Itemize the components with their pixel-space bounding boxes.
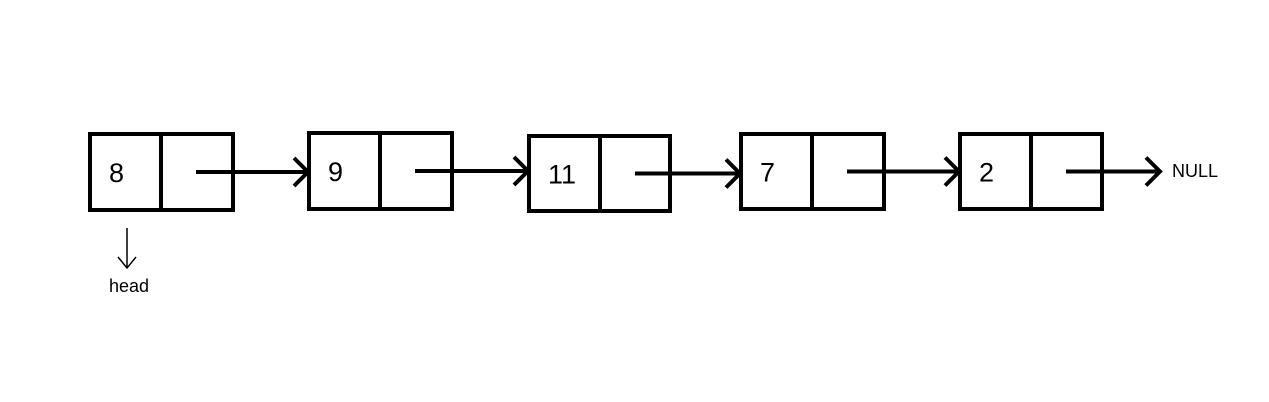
- arrow-head-icon: [1144, 156, 1163, 187]
- next-pointer-arrow: [415, 155, 531, 187]
- head-arrow-icon: [117, 256, 137, 270]
- node-value: 8: [109, 158, 124, 188]
- head-label: head: [109, 276, 149, 296]
- arrows-layer: [196, 155, 1163, 189]
- arrow-head-icon: [943, 156, 962, 187]
- node-value: 7: [760, 158, 775, 188]
- arrow-head-icon: [724, 158, 743, 189]
- head-pointer: head: [109, 228, 149, 296]
- arrow-head-icon: [512, 155, 531, 187]
- next-pointer-arrow: [847, 156, 962, 187]
- null-label: NULL: [1172, 161, 1218, 181]
- arrow-head-icon: [292, 156, 311, 188]
- node-value: 2: [979, 158, 994, 188]
- node-value: 11: [548, 160, 576, 190]
- next-pointer-arrow: [635, 158, 743, 189]
- next-pointer-arrow: [1066, 156, 1163, 187]
- next-pointer-arrow: [196, 156, 311, 188]
- node-value: 9: [328, 157, 343, 187]
